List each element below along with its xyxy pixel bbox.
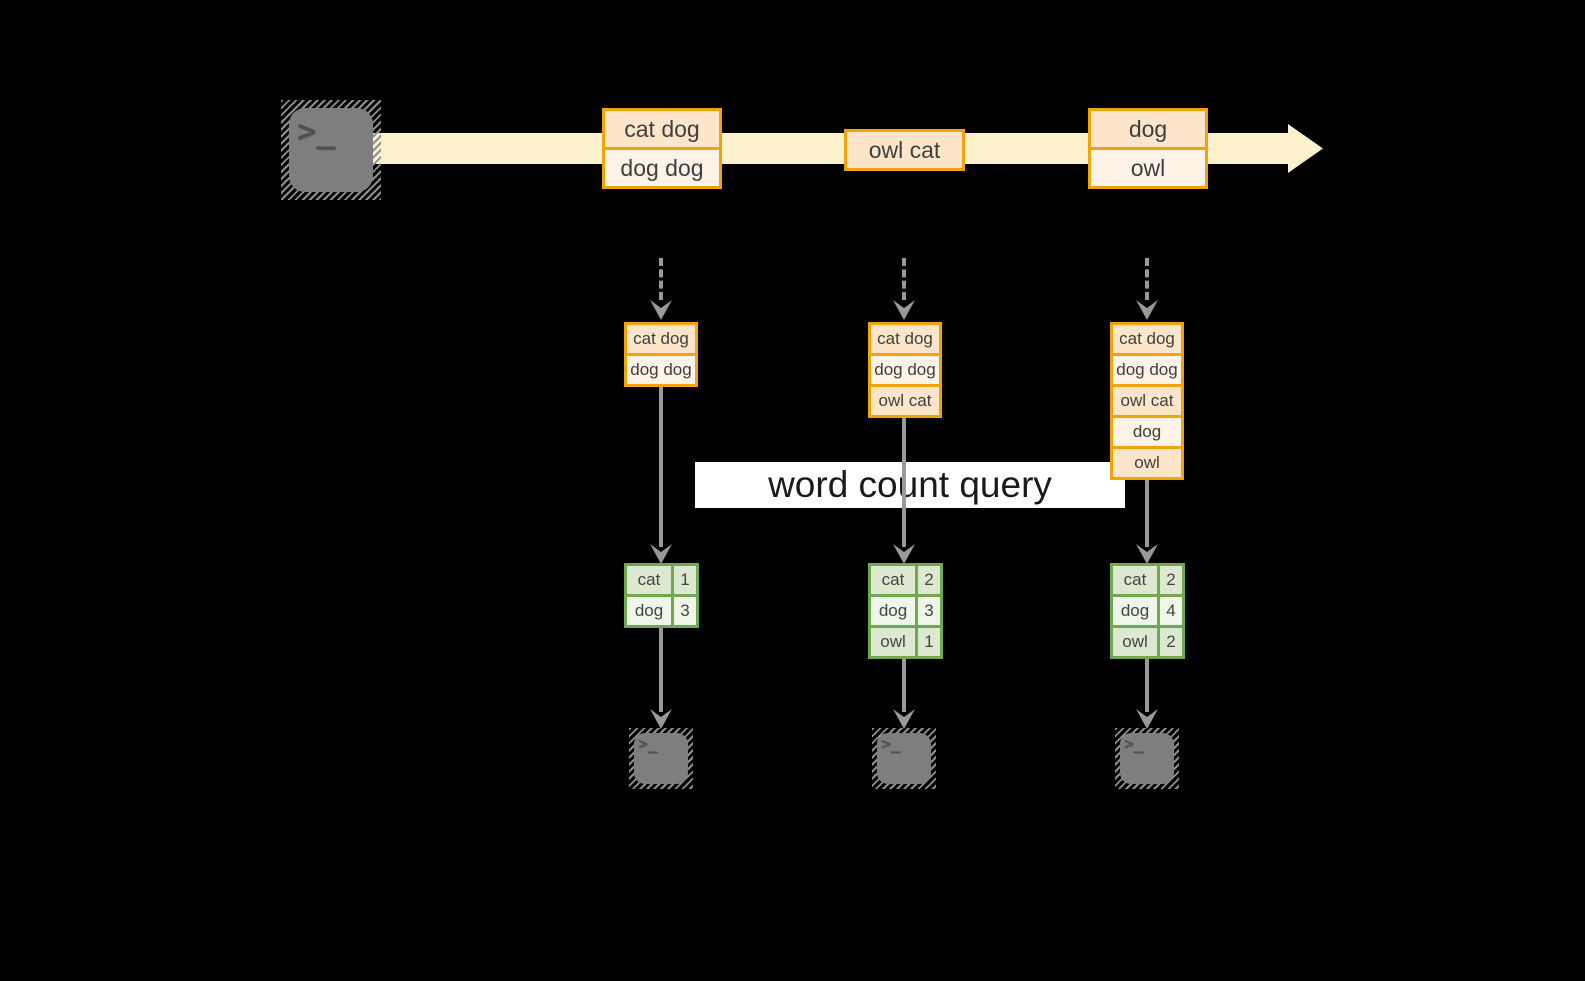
table-cell-word: dog [871, 597, 915, 625]
terminal-body [1120, 733, 1174, 784]
table-cell-count: 2 [918, 566, 940, 594]
table-cell-word: cat [871, 566, 915, 594]
dashed-arrow-line [902, 258, 906, 300]
flow-arrowhead-icon [1136, 544, 1158, 564]
terminal-prompt-glyph: >_ [1124, 734, 1144, 753]
stream-batch-3: dog owl [1088, 108, 1208, 189]
table-cell-count: 2 [1160, 566, 1182, 594]
table-cell-count: 1 [674, 566, 696, 594]
input-buffer-1: cat dog dog dog [624, 322, 698, 387]
buffer-row: owl cat [1113, 387, 1181, 415]
dashed-arrow-line [659, 258, 663, 300]
terminal-prompt-glyph: >_ [881, 734, 901, 753]
buffer-row: cat dog [627, 325, 695, 353]
dashed-arrowhead-icon [893, 300, 915, 320]
stream-batch-2: owl cat [844, 129, 965, 171]
table-cell-word: cat [1113, 566, 1157, 594]
batch-row: cat dog [605, 111, 719, 147]
flow-line [902, 418, 906, 547]
buffer-row: dog [1113, 418, 1181, 446]
buffer-row: owl [1113, 449, 1181, 477]
table-cell-count: 3 [674, 597, 696, 625]
dashed-arrowhead-icon [650, 300, 672, 320]
buffer-row: cat dog [871, 325, 939, 353]
flow-line [659, 628, 663, 712]
stream-batch-1: cat dog dog dog [602, 108, 722, 189]
terminal-body [289, 108, 373, 192]
buffer-row: dog dog [1113, 356, 1181, 384]
terminal-body [634, 733, 688, 784]
wordcount-table-3: cat 2 dog 4 owl 2 [1110, 563, 1185, 659]
wordcount-table-1: cat 1 dog 3 [624, 563, 699, 628]
query-label: word count query [695, 462, 1125, 508]
input-buffer-2: cat dog dog dog owl cat [868, 322, 942, 418]
flow-line [902, 659, 906, 712]
batch-row: owl cat [847, 132, 962, 168]
table-cell-word: owl [1113, 628, 1157, 656]
buffer-row: owl cat [871, 387, 939, 415]
buffer-row: cat dog [1113, 325, 1181, 353]
flow-arrowhead-icon [1136, 709, 1158, 729]
sink-terminal-icon-1: >_ [629, 728, 693, 789]
flow-arrowhead-icon [650, 544, 672, 564]
dashed-arrow-line [1145, 258, 1149, 300]
table-cell-word: cat [627, 566, 671, 594]
terminal-prompt-glyph: >_ [638, 734, 658, 753]
flow-arrowhead-icon [650, 709, 672, 729]
table-cell-word: owl [871, 628, 915, 656]
table-cell-count: 2 [1160, 628, 1182, 656]
table-cell-count: 1 [918, 628, 940, 656]
dashed-arrowhead-icon [1136, 300, 1158, 320]
flow-line [1145, 480, 1149, 547]
flow-line [1145, 659, 1149, 712]
table-cell-word: dog [627, 597, 671, 625]
input-buffer-3: cat dog dog dog owl cat dog owl [1110, 322, 1184, 480]
table-cell-count: 3 [918, 597, 940, 625]
terminal-prompt-glyph: >_ [297, 112, 336, 150]
terminal-body [877, 733, 931, 784]
batch-row: owl [1091, 150, 1205, 186]
sink-terminal-icon-2: >_ [872, 728, 936, 789]
batch-row: dog [1091, 111, 1205, 147]
table-cell-count: 4 [1160, 597, 1182, 625]
buffer-row: dog dog [627, 356, 695, 384]
flow-line [659, 387, 663, 547]
flow-arrowhead-icon [893, 544, 915, 564]
flow-arrowhead-icon [893, 709, 915, 729]
wordcount-table-2: cat 2 dog 3 owl 1 [868, 563, 943, 659]
batch-row: dog dog [605, 150, 719, 186]
event-stream-arrowhead-icon [1288, 124, 1323, 173]
buffer-row: dog dog [871, 356, 939, 384]
stream-source-terminal-icon: >_ [281, 100, 381, 200]
table-cell-word: dog [1113, 597, 1157, 625]
sink-terminal-icon-3: >_ [1115, 728, 1179, 789]
